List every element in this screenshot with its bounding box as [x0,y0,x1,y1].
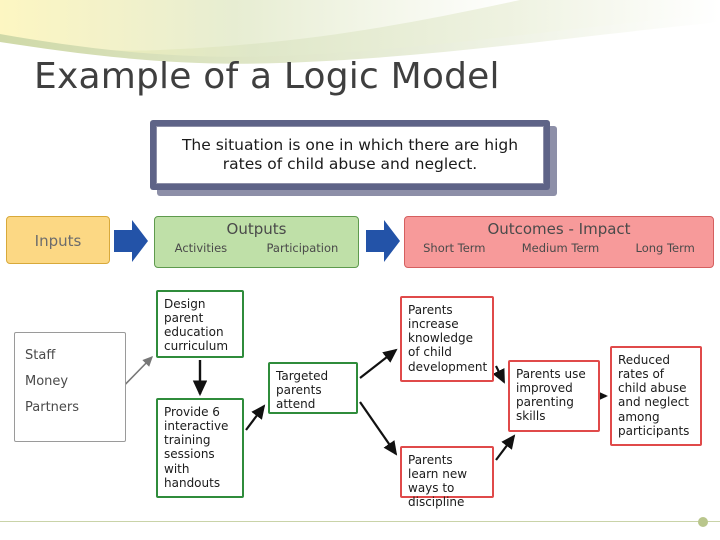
header-outcomes-sub-short: Short Term [423,241,486,255]
inputs-item-staff: Staff [25,348,56,363]
inputs-item-money: Money [25,374,69,389]
header-inputs-label: Inputs [34,232,82,250]
outcome-box-skills: Parents use improved parenting skills [508,360,600,432]
header-outputs-sub-participation: Participation [266,241,339,255]
header-outputs-label: Outputs [226,220,287,238]
header-outcomes-subrow: Short Term Medium Term Long Term [405,241,713,255]
outcome-box-discipline: Parents learn new ways to discipline [400,446,494,509]
decorative-banner [0,0,720,66]
situation-box-inner: The situation is one in which there are … [156,126,544,184]
activity-box-design: Design parent education curriculum [156,290,244,358]
header-inputs: Inputs [6,216,110,264]
inputs-item-partners: Partners [25,400,80,415]
outcome-box-reduced: Reduced rates of child abuse and neglect… [610,346,702,446]
footer-dot-icon [698,517,708,527]
outcome-box-knowledge: Parents increase knowledge of child deve… [400,296,494,382]
arrow-outputs-to-outcomes-icon [366,218,400,264]
activity-box-provide: Provide 6 interactive training sessions … [156,398,244,498]
header-outputs: Outputs Activities Participation [154,216,359,268]
page-title: Example of a Logic Model [34,56,500,97]
header-outcomes-sub-medium: Medium Term [521,241,600,255]
inputs-list-box: Staff Money Partners [14,332,126,442]
header-outcomes-label: Outcomes - Impact [487,220,631,238]
logic-model-diagram: The situation is one in which there are … [0,110,720,520]
situation-text: The situation is one in which there are … [181,135,519,173]
situation-box: The situation is one in which there are … [150,120,550,190]
participation-box-targeted: Targeted parents attend [268,362,358,414]
header-outputs-subrow: Activities Participation [155,241,358,255]
header-outcomes-sub-long: Long Term [635,241,695,255]
footer-divider [0,521,720,522]
header-outcomes: Outcomes - Impact Short Term Medium Term… [404,216,714,268]
arrow-inputs-to-outputs-icon [114,218,148,264]
header-outputs-sub-activities: Activities [174,241,228,255]
